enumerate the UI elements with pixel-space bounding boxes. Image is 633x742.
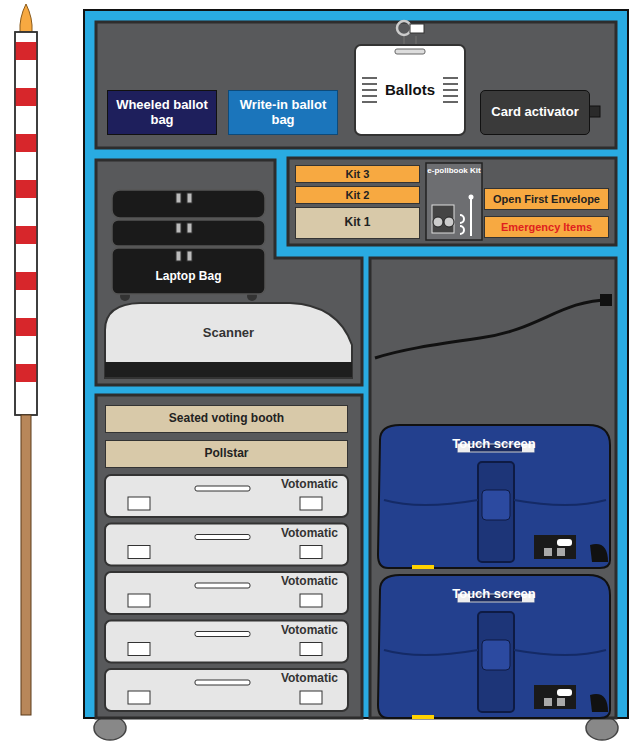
node-label: Votomatic: [281, 624, 338, 638]
touch-screen-case: Touch screen: [378, 425, 610, 568]
kit-box: Kit 3: [295, 165, 420, 183]
laptop-bag: [112, 190, 265, 301]
power-cable: [375, 300, 610, 358]
compartments: [96, 22, 616, 718]
marker-pole: [15, 4, 37, 715]
scanner-shape: [105, 303, 352, 378]
node-label: Votomatic: [281, 527, 338, 541]
node-label: Write-in ballot bag: [229, 98, 337, 128]
node-label: Votomatic: [281, 575, 338, 589]
node-label: Ballots: [385, 81, 435, 98]
node-label: Card activator: [491, 105, 578, 120]
votomatic-cases: [105, 475, 348, 711]
node-label: Seated voting booth: [169, 412, 284, 426]
kit-box: Kit 1: [295, 207, 420, 239]
device-box: Card activator: [480, 90, 590, 135]
booth-box: Seated voting booth: [105, 405, 348, 433]
e-pollbook-kit: [426, 163, 482, 240]
node-label: Kit 1: [344, 216, 370, 230]
kit-box: e-pollbook Kit: [426, 163, 482, 203]
node-label: e-pollbook Kit: [427, 166, 480, 175]
ballots-box: [355, 21, 465, 135]
node-label: Wheeled ballot bag: [108, 98, 216, 128]
node-label: Scanner: [203, 326, 254, 341]
scanner: Scanner: [105, 305, 352, 362]
kit-box: Kit 2: [295, 186, 420, 204]
node-label: Kit 3: [346, 168, 370, 181]
laptop-bag: Laptop Bag: [112, 190, 265, 294]
node-label: Pollstar: [204, 447, 248, 461]
votomatic-case: Votomatic: [105, 621, 348, 663]
node-label: Votomatic: [281, 672, 338, 686]
touch-screen-cases: [378, 425, 610, 719]
ballots-box: Ballots: [355, 45, 465, 135]
votomatic-case: Votomatic: [105, 572, 348, 614]
booth-box: Pollstar: [105, 440, 348, 468]
card-plug: [589, 106, 600, 117]
node-label: Kit 2: [346, 189, 370, 202]
node-label: Laptop Bag: [156, 270, 222, 284]
node-label: Open First Envelope: [493, 193, 600, 206]
envelope-box: Open First Envelope: [484, 188, 609, 210]
bag-box: Wheeled ballot bag: [107, 90, 217, 135]
node-label: Votomatic: [281, 478, 338, 492]
cart-body: [84, 10, 628, 718]
wheel: [94, 716, 126, 740]
plug: [600, 294, 612, 306]
node-label: Emergency Items: [501, 221, 592, 234]
wheel: [586, 716, 618, 740]
votomatic-case: Votomatic: [105, 669, 348, 711]
votomatic-case: Votomatic: [105, 475, 348, 517]
node-label: Touch screen: [452, 587, 536, 602]
touch-screen-case: Touch screen: [378, 575, 610, 718]
bag-box: Write-in ballot bag: [228, 90, 338, 135]
node-label: Touch screen: [452, 437, 536, 452]
emergency-box: Emergency Items: [484, 216, 609, 238]
votomatic-case: Votomatic: [105, 524, 348, 566]
